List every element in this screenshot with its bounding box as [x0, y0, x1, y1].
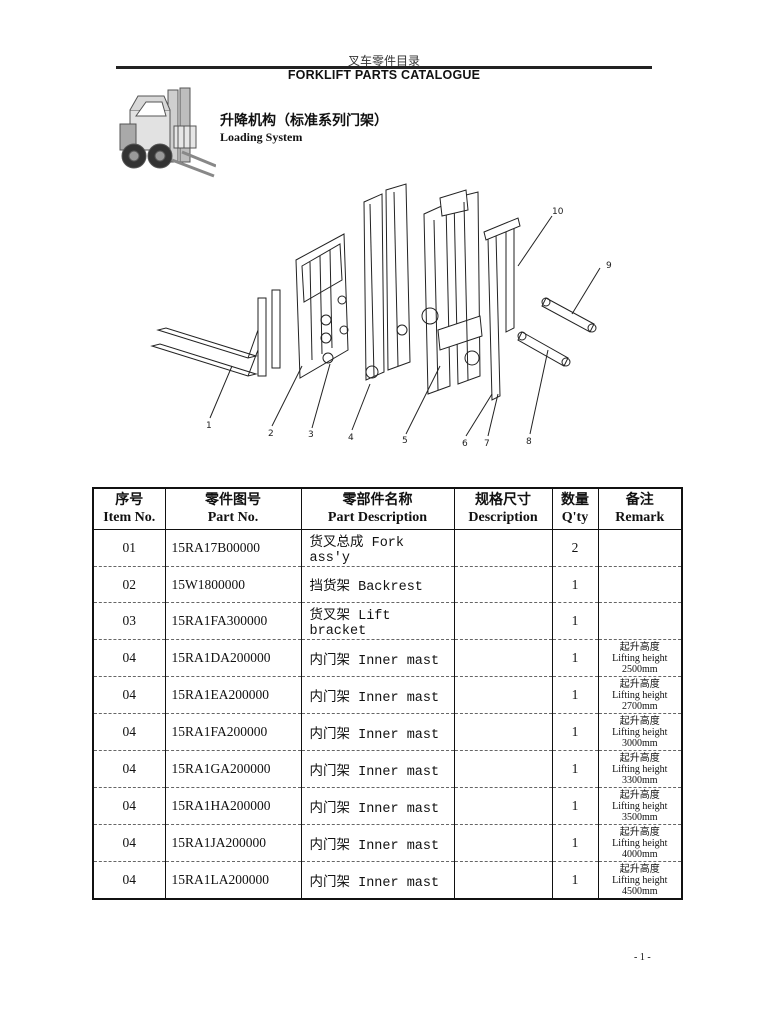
backrest-part: [295, 233, 349, 379]
callout-1: 1: [206, 421, 212, 431]
forklift-illustration: [119, 87, 216, 178]
inner-mast-part: [363, 183, 411, 381]
section-title-cn: 升降机构（标准系列门架）: [220, 114, 388, 129]
callout-6: 6: [462, 439, 468, 449]
tilt-cylinder-2-part: [541, 297, 597, 333]
catalogue-title-en: FORKLIFT PARTS CATALOGUE: [287, 68, 481, 82]
page-number: - 1 -: [634, 952, 651, 963]
outer-mast-part: [421, 189, 483, 395]
callout-4: 4: [348, 433, 354, 443]
callout-2: 2: [268, 429, 274, 439]
callout-10: 10: [552, 207, 564, 217]
callout-7: 7: [484, 439, 490, 449]
table-row: 02 15W1800000 挡货架 Backrest 1: [92, 566, 683, 603]
lift-cylinder-part: [483, 217, 521, 401]
callout-3: 3: [308, 430, 314, 440]
callout-5: 5: [402, 436, 408, 446]
table-row: 01 15RA17B00000 货叉总成 Fork ass'y 2: [92, 529, 683, 567]
exploded-parts-diagram: 1 2 3 4 5 6 7 8 9 10: [150, 183, 612, 449]
fork-part: [150, 289, 281, 377]
header-rule: [116, 66, 652, 69]
callout-9: 9: [606, 261, 612, 271]
section-title-en: Loading System: [220, 130, 303, 144]
table-row: 03 15RA1FA300000 货叉架 Lift bracket 1: [92, 602, 683, 640]
catalogue-title-cn: 叉车零件目录: [347, 54, 420, 68]
callout-8: 8: [526, 437, 532, 447]
tilt-cylinder-part: [517, 331, 571, 367]
